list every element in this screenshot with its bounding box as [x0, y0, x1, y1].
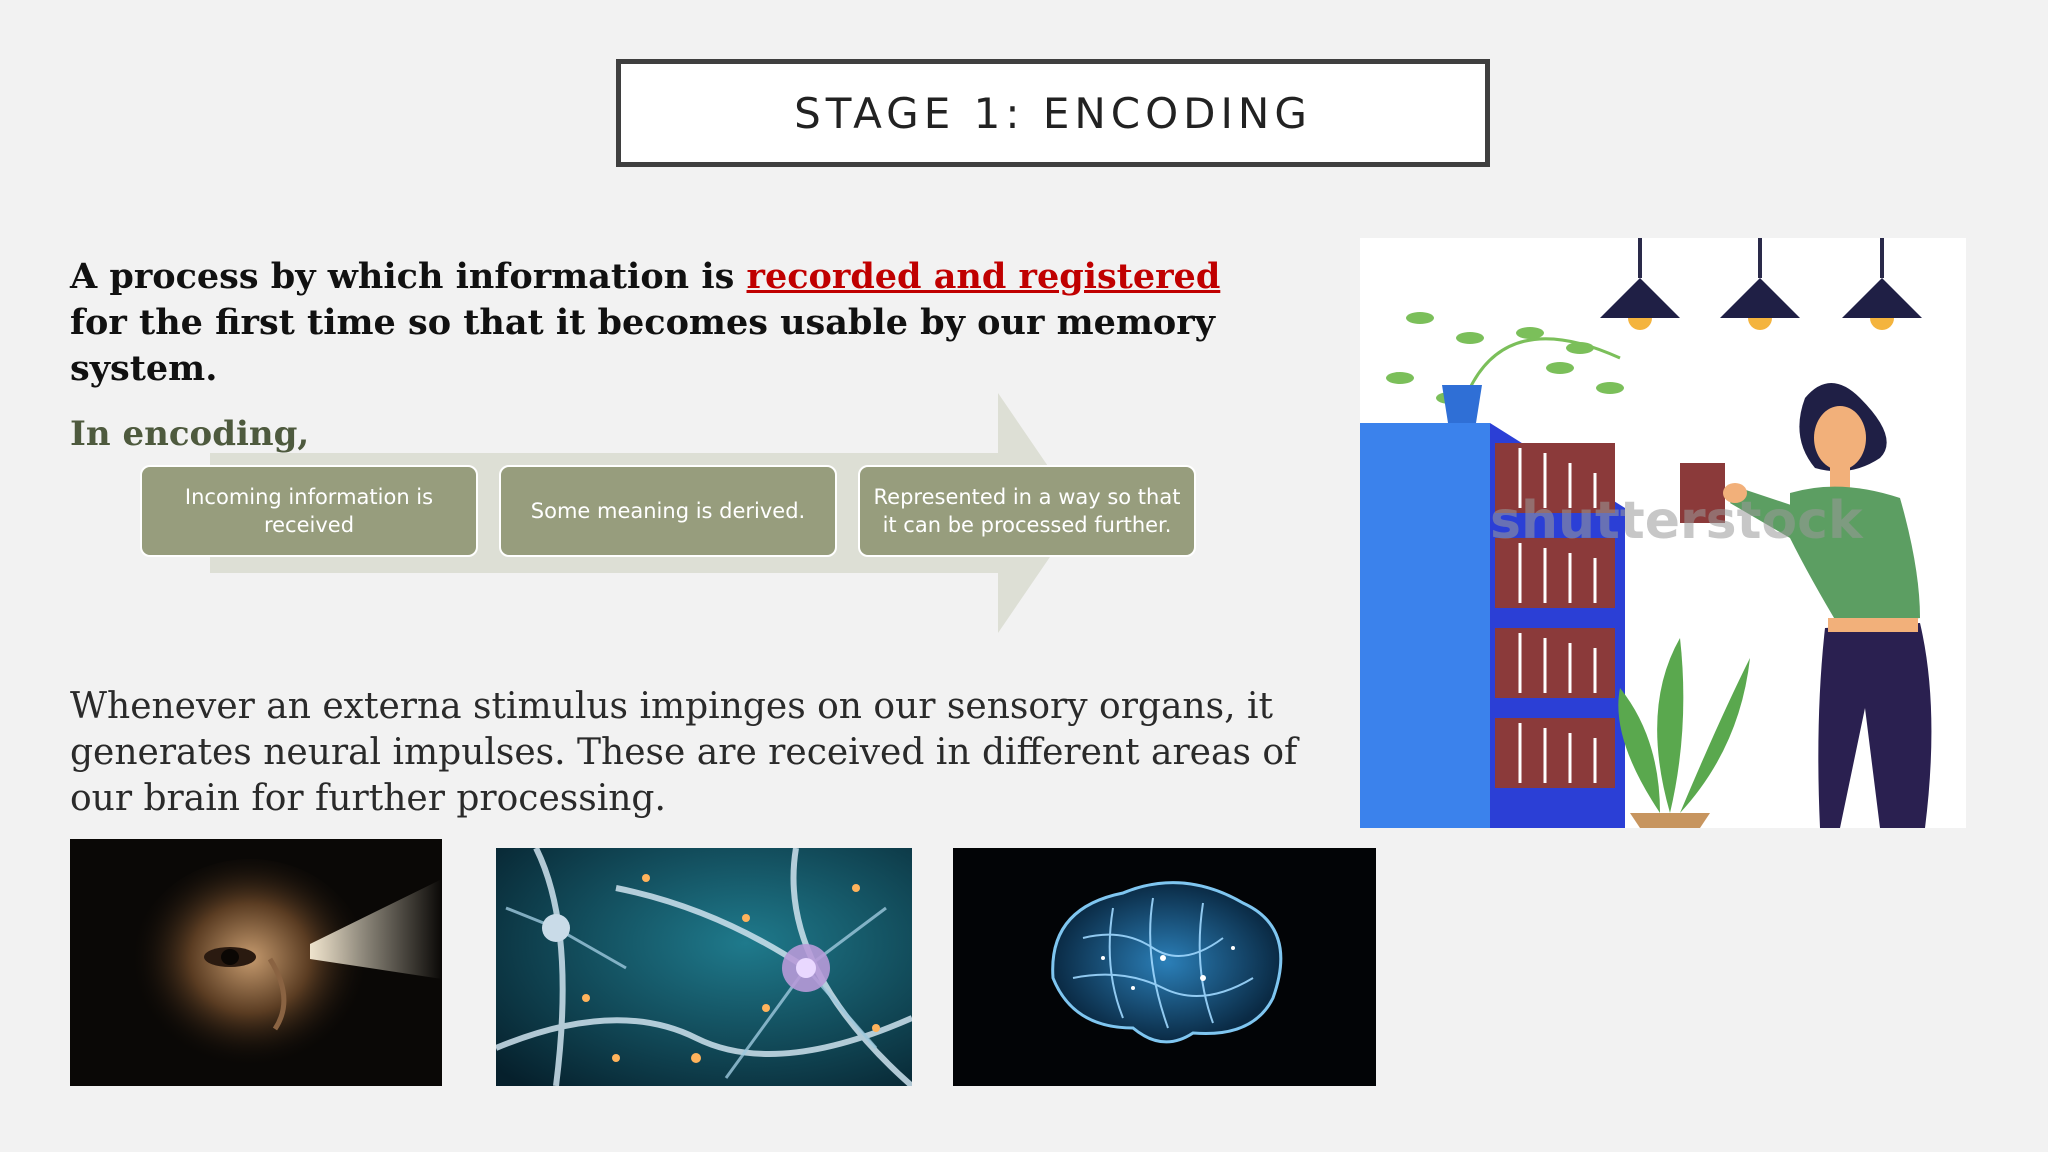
definition-highlight: recorded and registered	[746, 256, 1221, 297]
definition-after: for the first time so that it becomes us…	[70, 302, 1216, 389]
explanation-paragraph: Whenever an externa stimulus impinges on…	[70, 686, 1298, 819]
brain-icon	[1051, 881, 1283, 1044]
eye-light-photo	[70, 839, 442, 1086]
slide-title-box: STAGE 1: ENCODING	[616, 59, 1490, 167]
woman-library-illustration: shutterstock	[1360, 238, 1966, 828]
slide-title: STAGE 1: ENCODING	[794, 88, 1312, 138]
watermark-text: shutterstock	[1490, 491, 1864, 551]
neuron-photo	[496, 848, 912, 1086]
definition-before: A process by which information is	[70, 256, 747, 297]
encoding-label: In encoding,	[70, 414, 310, 454]
process-step-label: Some meaning is derived.	[530, 499, 806, 523]
eye-light-icon	[130, 859, 442, 1079]
woman-library-icon: shutterstock	[1360, 238, 1932, 828]
process-step-label: Represented in a way so that it can be p…	[873, 485, 1181, 537]
process-step-2: Some meaning is derived.	[499, 465, 837, 557]
neuron-icon	[496, 848, 912, 1086]
brain-photo	[953, 848, 1376, 1086]
definition-text: A process by which information is record…	[70, 254, 1270, 392]
process-step-label: Incoming information is received	[184, 485, 434, 537]
process-step-3: Represented in a way so that it can be p…	[858, 465, 1196, 557]
process-step-1: Incoming information is received	[140, 465, 478, 557]
